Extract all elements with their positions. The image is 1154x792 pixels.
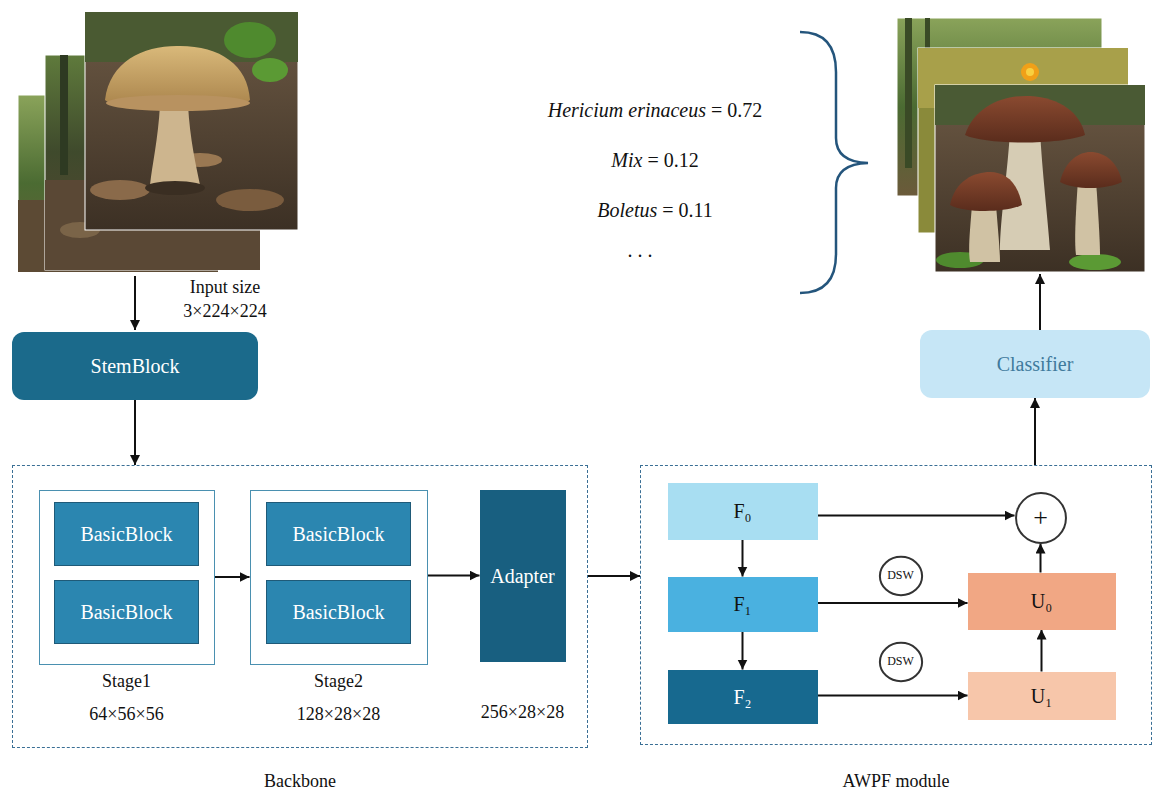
node-caption: 128×28×28 — [297, 704, 380, 725]
flow-arrow — [215, 576, 250, 578]
annotation: 3×224×224 — [183, 301, 266, 323]
node-label: BasicBlock — [292, 522, 384, 546]
node-label: U₀ — [1031, 589, 1052, 613]
sum-circle: + — [1015, 492, 1067, 544]
flow-arrow — [134, 400, 136, 465]
node-label: F₀ — [733, 499, 751, 523]
annotation: . . . — [628, 238, 653, 262]
node-label: StemBlock — [91, 354, 180, 378]
flow-arrow — [818, 602, 968, 604]
module-box: AWPF moduleF₀+F₁DSWU₀F₂DSWU₁ — [640, 465, 1152, 745]
node-label: BasicBlock — [80, 522, 172, 546]
group-box: BackboneStage164×56×56BasicBlockBasicBlo… — [12, 465, 588, 748]
node-caption: 64×56×56 — [89, 704, 163, 725]
node-label: DSW — [887, 568, 914, 582]
block-box: BasicBlock — [266, 580, 411, 644]
node-caption: Stage2 — [314, 671, 363, 692]
flow-arrow — [1041, 630, 1043, 672]
feature-box: F₁ — [668, 577, 818, 632]
node-label: U₁ — [1031, 684, 1052, 708]
node-label: F₂ — [733, 685, 751, 709]
output-photo — [935, 85, 1145, 272]
weight-circle: DSW — [879, 556, 923, 596]
adapter-box: Adapter256×28×28 — [480, 490, 566, 662]
node-label: DSW — [887, 654, 914, 668]
input-arrow — [134, 276, 136, 330]
output-arrow — [1039, 274, 1041, 330]
fusion-box: U₁ — [968, 672, 1116, 720]
block-box: BasicBlock — [54, 502, 199, 566]
block-box: BasicBlock — [54, 580, 199, 644]
node-label: + — [1033, 502, 1048, 533]
curly-bracket — [800, 32, 868, 293]
flow-arrow — [588, 575, 640, 577]
flow-arrow — [818, 515, 1015, 517]
stage-box: Stage164×56×56BasicBlockBasicBlock — [39, 490, 215, 665]
class-score: Hericium erinaceus = 0.72 — [548, 98, 763, 122]
class-score: Boletus = 0.11 — [597, 198, 713, 222]
process-box: StemBlock — [12, 332, 258, 400]
annotation: Input size — [190, 277, 260, 299]
flow-arrow — [742, 632, 744, 670]
flow-arrow — [742, 540, 744, 577]
node-label: Classifier — [997, 352, 1074, 376]
feature-box: F₂ — [668, 670, 818, 724]
node-caption: AWPF module — [842, 771, 949, 792]
block-box: BasicBlock — [266, 502, 411, 566]
flow-arrow — [1034, 398, 1036, 465]
class-score: Mix = 0.12 — [611, 148, 698, 172]
flow-arrow — [428, 575, 480, 577]
node-caption: Backbone — [264, 771, 336, 792]
node-label: BasicBlock — [80, 600, 172, 624]
node-label: Adapter — [490, 564, 554, 588]
fusion-box: U₀ — [968, 573, 1116, 630]
stage-box: Stage2128×28×28BasicBlockBasicBlock — [250, 490, 428, 665]
node-caption: 256×28×28 — [481, 702, 564, 723]
input-photo — [85, 12, 298, 230]
process-box: Classifier — [920, 330, 1150, 398]
flow-arrow — [818, 695, 968, 697]
weight-circle: DSW — [879, 642, 923, 682]
node-label: F₁ — [733, 592, 751, 616]
feature-box: F₀ — [668, 483, 818, 540]
flow-arrow — [1040, 544, 1042, 573]
node-caption: Stage1 — [102, 671, 151, 692]
node-label: BasicBlock — [292, 600, 384, 624]
